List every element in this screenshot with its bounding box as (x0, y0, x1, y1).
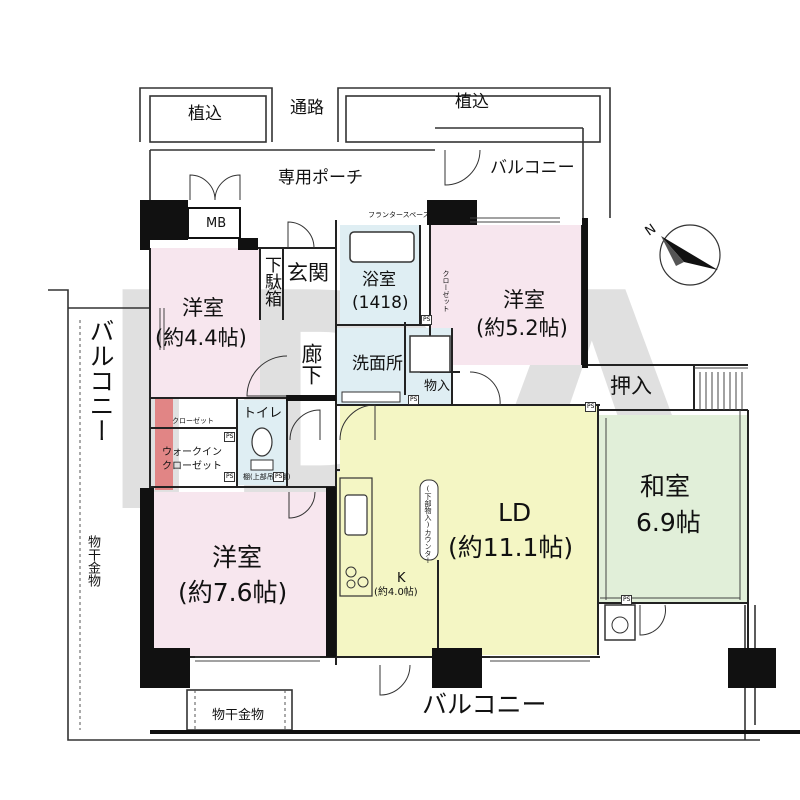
ps-marker: PS (273, 472, 285, 482)
counter-label: (下部物入)カウンター (424, 485, 432, 564)
western-room-3-fill (150, 492, 332, 657)
washroom-label: 洗面所 (352, 354, 403, 374)
walkin-label-2: クローゼット (162, 461, 222, 472)
toilet-label: トイレ (243, 406, 283, 421)
western-room-1-fill (150, 248, 260, 398)
planter-space-label: フランタースペース (368, 211, 430, 219)
closet-bath-label: クローゼット (442, 270, 450, 312)
western-room-3-name: 洋室 (212, 543, 263, 572)
balcony-bottom-label: バルコニー (422, 690, 547, 719)
ps-marker: PS (408, 395, 420, 405)
planting-right-label: 植込 (455, 92, 489, 112)
bath-name-label: 浴室 (362, 270, 396, 290)
japanese-room-fill (598, 415, 748, 603)
toilet-shelf-label: 棚(上部吊戸棚) (243, 473, 291, 481)
entrance-label: 玄関 (287, 261, 329, 285)
western-room-2-fill (430, 225, 582, 365)
western-room-2-size: (約5.2帖) (476, 316, 568, 340)
balcony-left-label: バルコニー (86, 318, 115, 443)
ps-marker: PS (585, 402, 597, 412)
toilet-bowl (251, 427, 273, 457)
western-room-1-size: (約4.4帖) (155, 326, 247, 350)
planting-left-label: 植込 (188, 104, 222, 124)
japanese-room-name: 和室 (640, 472, 691, 501)
porch-label: 専用ポーチ (278, 168, 363, 188)
japanese-room-size: 6.9帖 (636, 508, 701, 537)
mb-box (187, 207, 241, 239)
western-room-1-name: 洋室 (182, 296, 224, 320)
bath-size-label: (1418) (352, 293, 409, 313)
bathtub (349, 231, 415, 263)
corridor-label: 廊下 (299, 343, 323, 385)
closet-label: クローゼット (172, 417, 214, 425)
kitchen-counter (339, 477, 373, 597)
ps-marker: PS (421, 315, 433, 325)
ld-size: (約11.1帖) (448, 533, 574, 562)
kitchen-size: (約4.0帖) (374, 587, 418, 598)
ld-name: LD (498, 498, 532, 527)
storage-small-label: 物入 (424, 379, 451, 394)
walkin-label-1: ウォークイン (162, 447, 222, 458)
mb-label: MB (206, 216, 227, 231)
passage-label: 通路 (290, 98, 324, 118)
drying-left-label: 物干金物 (85, 535, 100, 587)
washbasin (341, 391, 401, 403)
drying-bottom-label: 物干金物 (212, 708, 265, 723)
oshiire-label: 押入 (610, 374, 652, 398)
kitchen-name: K (397, 571, 406, 586)
stove-burner (345, 566, 357, 578)
balcony-top-label: バルコニー (490, 158, 575, 178)
western-room-3-size: (約7.6帖) (178, 578, 288, 607)
compass-icon (659, 224, 721, 286)
ps-marker: PS (224, 432, 236, 442)
western-room-2-name: 洋室 (503, 288, 545, 312)
ps-marker: PS (621, 595, 633, 605)
kitchen-sink (344, 494, 368, 536)
shoe-box-label: 下駄箱 (261, 256, 281, 307)
ps-marker: PS (224, 472, 236, 482)
